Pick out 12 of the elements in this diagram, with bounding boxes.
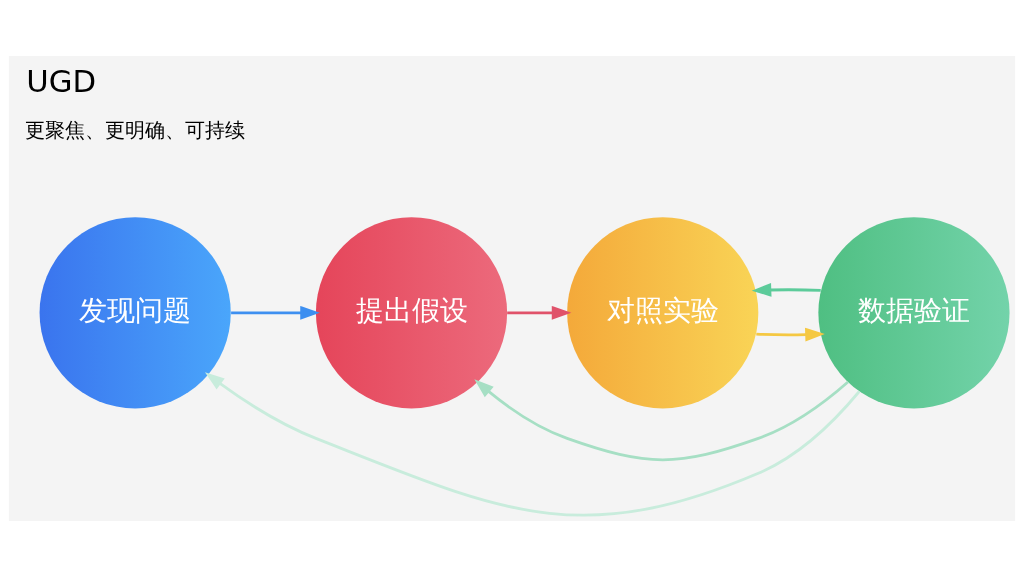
arrow: [231, 305, 320, 320]
node-circle: 对照实验: [567, 216, 759, 408]
diagram-title: UGD: [26, 63, 97, 99]
arrow: [751, 282, 821, 297]
label: 更聚焦、更明确、可持续: [25, 118, 246, 142]
arrow: [204, 371, 861, 516]
node-circle: 提出假设: [315, 216, 508, 408]
arrow: [756, 327, 825, 341]
arrow: [474, 378, 849, 461]
node-circle: 发现问题: [39, 216, 231, 408]
node-circle: 数据验证: [818, 216, 1010, 408]
arrow: [507, 305, 572, 320]
